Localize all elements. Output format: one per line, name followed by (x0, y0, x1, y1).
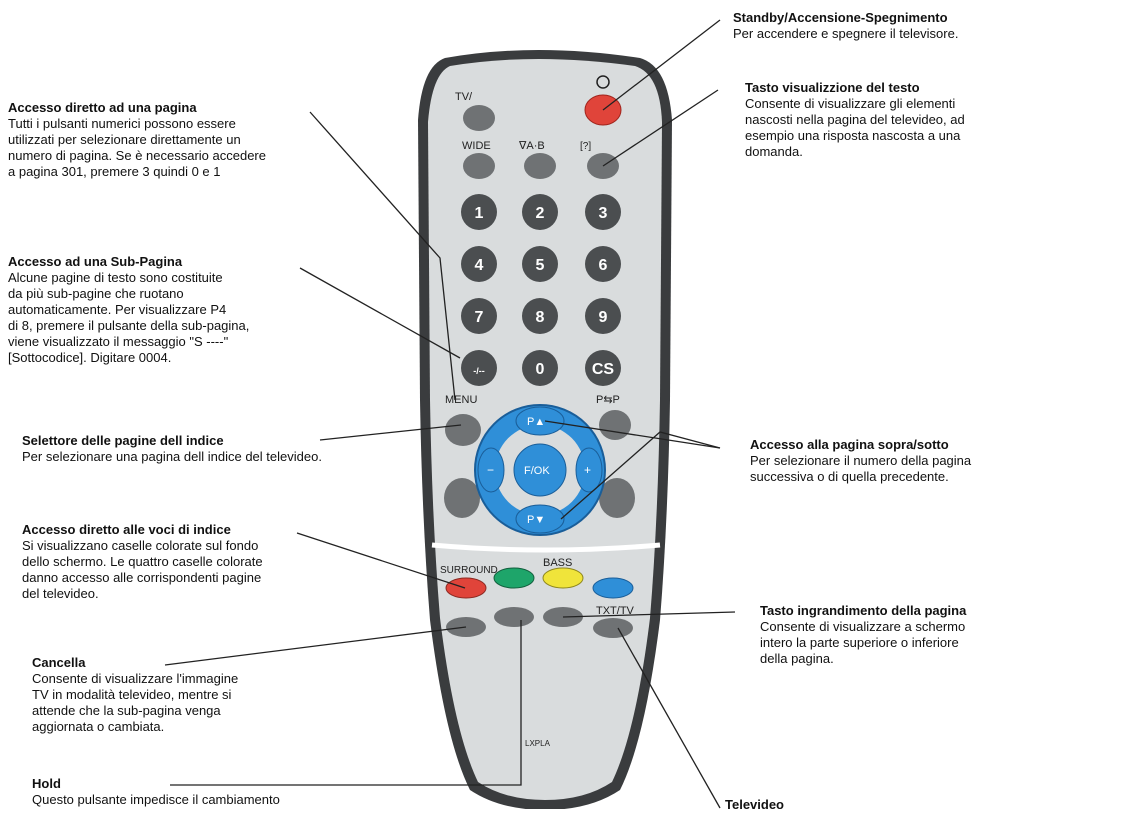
note-zoom: Tasto ingrandimento della pagina Consent… (760, 603, 1135, 667)
cancel-button[interactable] (446, 617, 486, 637)
ok-label: F/OK (524, 465, 550, 477)
note-cancel: Cancella Consente di visualizzare l'imma… (32, 655, 332, 735)
surround-label: SURROUND (440, 565, 498, 576)
digit-label: 0 (536, 361, 545, 378)
digit-label: 6 (599, 257, 608, 274)
digit-label: 2 (536, 205, 545, 222)
note-title: Televideo (725, 797, 785, 812)
note-direct: Accesso diretto ad una pagina Tutti i pu… (8, 100, 388, 180)
hold-button[interactable] (494, 607, 534, 627)
digit-label: -/-- (473, 366, 485, 376)
note-body: Per selezionare il numero della pagina s… (750, 453, 972, 484)
page-up-label: P▲ (527, 416, 545, 428)
digit-label: 7 (475, 309, 484, 326)
model-label: LXPLA (525, 739, 551, 748)
zoom-button[interactable] (543, 607, 583, 627)
note-subpage: Accesso ad una Sub-Pagina Alcune pagine … (8, 254, 388, 366)
ab-label: ∇A·B (518, 140, 545, 152)
note-body: Consente di visualizzare a schermo inter… (760, 619, 966, 666)
digit-button[interactable] (522, 298, 558, 334)
note-reveal: Tasto visualizzione del testo Consente d… (745, 80, 1135, 160)
txttv-button[interactable] (593, 618, 633, 638)
pp-button[interactable] (599, 410, 631, 440)
note-index: Selettore delle pagine dell indice Per s… (22, 433, 422, 465)
blue-key[interactable] (592, 577, 634, 599)
menu-label: MENU (445, 394, 477, 406)
note-title: Accesso ad una Sub-Pagina (8, 254, 183, 269)
note-standby: Standby/Accensione-Spegnimento Per accen… (733, 10, 1133, 42)
volume-down-button[interactable] (477, 447, 505, 493)
note-title: Accesso alla pagina sopra/sotto (750, 437, 949, 452)
wide-button[interactable] (463, 153, 495, 179)
digit-label: 4 (475, 257, 484, 274)
note-title: Standby/Accensione-Spegnimento (733, 10, 948, 25)
menu-button[interactable] (445, 414, 481, 446)
bass-label: BASS (543, 557, 572, 569)
note-body: Si visualizzano caselle colorate sul fon… (22, 538, 263, 601)
digit-label: 5 (536, 257, 545, 274)
note-title: Hold (32, 776, 61, 791)
pp-label: P⇆P (596, 394, 620, 406)
standby-button[interactable] (584, 94, 622, 126)
note-body: Consente di visualizzare l'immagine TV i… (32, 671, 239, 734)
note-title: Selettore delle pagine dell indice (22, 433, 224, 448)
note-title: Tasto ingrandimento della pagina (760, 603, 967, 618)
note-body: Per accendere e spegnere il televisore. (733, 26, 959, 41)
note-title: Accesso diretto ad una pagina (8, 100, 197, 115)
digit-label: 3 (599, 205, 608, 222)
note-fastext: Accesso diretto alle voci di indice Si v… (22, 522, 402, 602)
digit-button[interactable] (585, 194, 621, 230)
digit-label: 1 (475, 205, 484, 222)
note-title: Cancella (32, 655, 86, 670)
digit-button[interactable] (585, 298, 621, 334)
swap-button[interactable] (444, 478, 480, 518)
digit-button[interactable] (461, 350, 497, 386)
note-title: Accesso diretto alle voci di indice (22, 522, 231, 537)
digit-label: CS (592, 361, 615, 378)
digit-button[interactable] (461, 246, 497, 282)
note-body: Alcune pagine di testo sono costituite d… (8, 270, 250, 365)
volume-up-label: + (584, 463, 591, 477)
wide-label: WIDE (462, 140, 491, 152)
tv-av-label: TV/ (455, 91, 473, 103)
note-body: Per selezionare una pagina dell indice d… (22, 449, 322, 464)
digit-label: 9 (599, 309, 608, 326)
note-updown: Accesso alla pagina sopra/sotto Per sele… (750, 437, 1135, 485)
digit-button[interactable] (461, 194, 497, 230)
note-body: Consente di visualizzare gli elementi na… (745, 96, 965, 159)
red-key[interactable] (445, 577, 487, 599)
digit-button[interactable] (585, 350, 621, 386)
digit-button[interactable] (522, 246, 558, 282)
reveal-label: [?] (580, 141, 591, 152)
tv-av-button[interactable] (463, 105, 495, 131)
note-teletext: Televideo (725, 797, 925, 813)
note-body: Questo pulsante impedisce il cambiamento (32, 792, 280, 807)
page-down-label: P▼ (527, 514, 545, 526)
green-key[interactable] (493, 567, 535, 589)
digit-pad: 1 2 3 4 5 6 7 8 9 -/-- 0 CS (461, 194, 621, 386)
volume-down-label: − (487, 463, 494, 477)
note-title: Tasto visualizzione del testo (745, 80, 920, 95)
digit-button[interactable] (522, 194, 558, 230)
txttv-label: TXT/TV (596, 605, 635, 617)
digit-button[interactable] (522, 350, 558, 386)
digit-button[interactable] (461, 298, 497, 334)
reveal-button[interactable] (587, 153, 619, 179)
digit-button[interactable] (585, 246, 621, 282)
note-body: Tutti i pulsanti numerici possono essere… (8, 116, 266, 179)
digit-label: 8 (536, 309, 545, 326)
note-hold: Hold Questo pulsante impedisce il cambia… (32, 776, 332, 808)
yellow-key[interactable] (542, 567, 584, 589)
ab-button[interactable] (524, 153, 556, 179)
